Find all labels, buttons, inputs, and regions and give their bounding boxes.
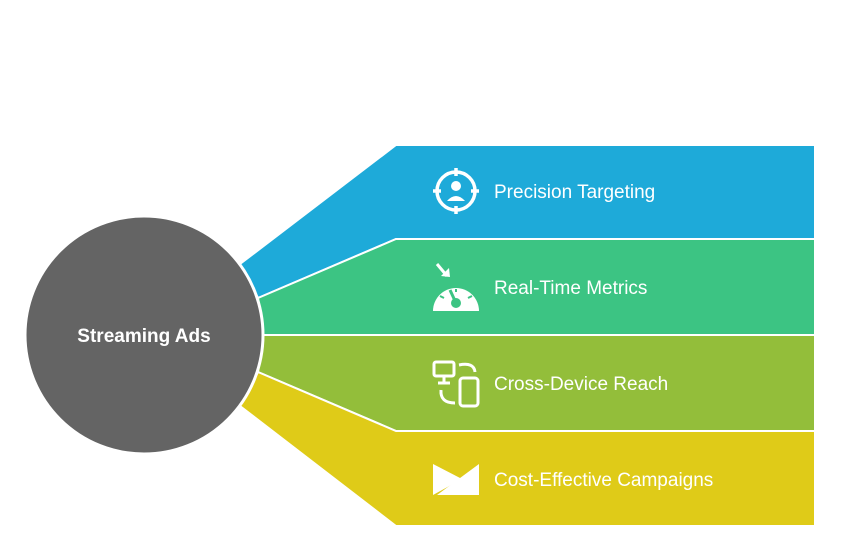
bands	[238, 144, 816, 527]
speedometer-icon	[433, 263, 479, 311]
band-label-cost-effective-campaigns: Cost-Effective Campaigns	[494, 470, 713, 491]
band-label-real-time-metrics: Real-Time Metrics	[494, 278, 647, 299]
center-label: Streaming Ads	[77, 326, 210, 347]
center-circle	[23, 214, 265, 456]
band-label-precision-targeting: Precision Targeting	[494, 182, 655, 203]
envelope-icon	[433, 464, 479, 495]
multi-device-icon	[432, 360, 480, 408]
band-label-cross-device-reach: Cross-Device Reach	[494, 374, 668, 395]
target-user-icon	[433, 168, 479, 214]
band-labels: Precision Targeting Real-Time Metrics Cr…	[494, 182, 713, 491]
